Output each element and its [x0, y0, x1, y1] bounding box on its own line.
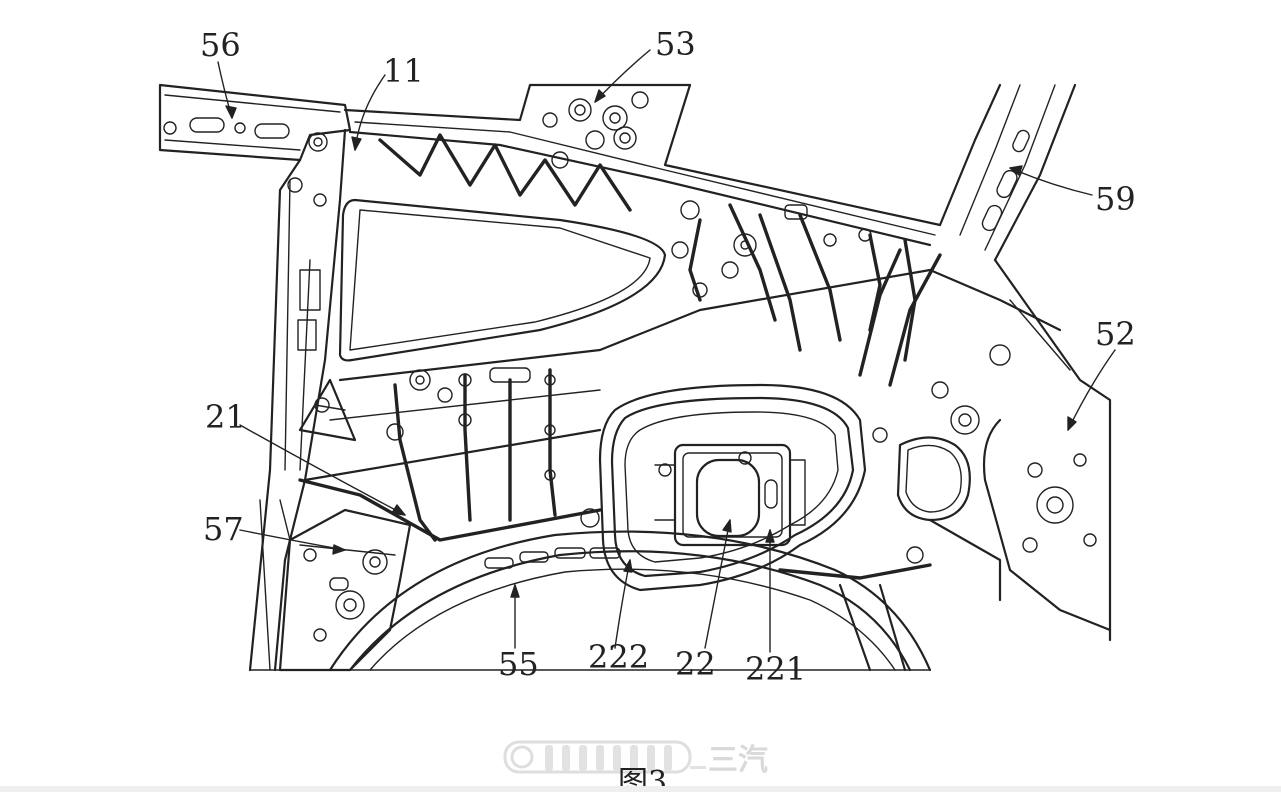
label-53: 53 — [655, 25, 696, 63]
label-221: 221 — [745, 650, 806, 688]
watermark-text: 三汽 — [708, 743, 768, 778]
watermark: 三汽 — [503, 740, 768, 778]
label-52: 52 — [1095, 315, 1136, 353]
label-56: 56 — [200, 26, 241, 64]
leader-lines — [217, 49, 1116, 653]
label-222: 222 — [588, 638, 649, 676]
label-55: 55 — [498, 645, 539, 683]
bottom-bar — [0, 786, 1281, 792]
label-57: 57 — [203, 510, 244, 548]
label-21: 21 — [205, 398, 246, 436]
label-59: 59 — [1095, 180, 1136, 218]
panel-drawing — [158, 83, 1112, 672]
label-11: 11 — [383, 52, 424, 90]
label-22: 22 — [675, 645, 716, 683]
